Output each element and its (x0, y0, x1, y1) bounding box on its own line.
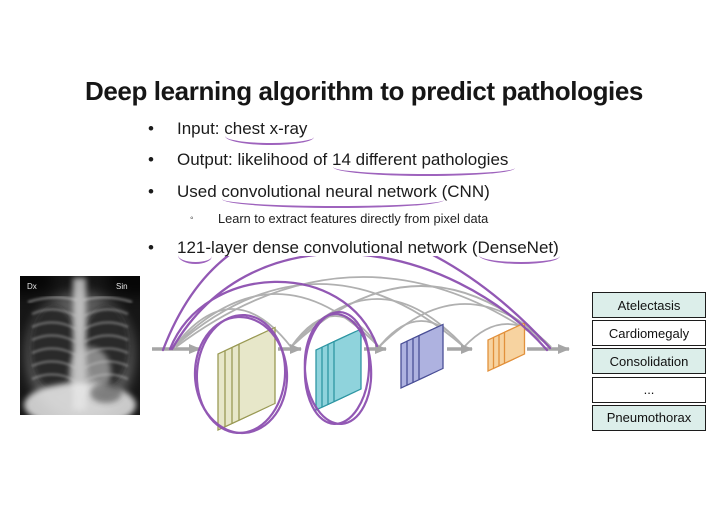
xray-clavicles (27, 296, 133, 304)
bullet-output-pre: Output: likelihood of (177, 150, 332, 169)
bullet-cnn-note: ◦ Learn to extract features directly fro… (190, 211, 488, 226)
sub-bullet-icon: ◦ (190, 213, 194, 224)
dense-block-3 (400, 323, 444, 389)
bullet-densenet-mid: -layer dense convolutional network ( (205, 238, 478, 257)
bullet-cnn-underlined: convolutional neural network (221, 182, 445, 208)
bullet-input: • Input: chest x-ray (148, 119, 315, 145)
bullet-cnn-note-text: Learn to extract features directly from … (218, 211, 489, 226)
bullet-densenet-u2: DenseNet (477, 238, 560, 264)
bullet-icon: • (148, 238, 154, 257)
pathology-row: Cardiomegaly (592, 320, 706, 347)
bullet-cnn: • Used convolutional neural network (CNN… (148, 182, 490, 208)
bullet-cnn-pre: Used (177, 182, 222, 201)
dense-block-1 (217, 326, 276, 431)
pathology-row: Atelectasis (592, 292, 706, 318)
slide-title: Deep learning algorithm to predict patho… (85, 76, 643, 106)
dense-block-2 (315, 328, 362, 411)
bullet-output-underlined: 14 different pathologies (331, 150, 516, 176)
chest-xray-image: Dx Sin (20, 276, 140, 415)
annotation-ellipses (193, 310, 373, 435)
annotation-arcs (161, 256, 552, 352)
pathology-row: Pneumothorax (592, 404, 706, 431)
pathology-row-ellipsis: ... (592, 376, 706, 403)
xray-label-sin: Sin (116, 282, 128, 291)
bullet-densenet-post: ) (553, 238, 559, 257)
bullet-input-underlined: chest x-ray (224, 119, 315, 145)
bullet-cnn-post: (CNN) (436, 182, 490, 201)
bullet-icon: • (148, 119, 154, 138)
bullet-output: • Output: likelihood of 14 different pat… (148, 150, 516, 176)
xray-label-dx: Dx (27, 282, 37, 291)
bullet-densenet: • 121 -layer dense convolutional network… (148, 238, 560, 264)
pathology-row: Consolidation (592, 348, 706, 375)
bullet-icon: • (148, 150, 154, 169)
bullet-densenet-u1: 121 (177, 238, 213, 264)
bullet-icon: • (148, 182, 154, 201)
bullet-input-pre: Input: (177, 119, 225, 138)
dense-block-4 (487, 322, 526, 372)
pathology-list: Atelectasis Cardiomegaly Consolidation .… (592, 292, 706, 431)
densenet-diagram (152, 256, 570, 435)
xray-gastric-bubble (90, 383, 122, 403)
